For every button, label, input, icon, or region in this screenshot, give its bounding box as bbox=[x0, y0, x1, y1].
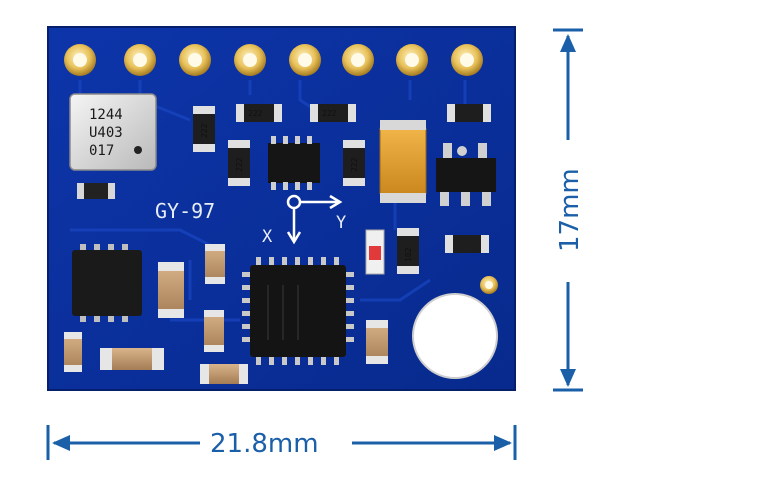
voltage-regulator bbox=[436, 143, 496, 206]
board-name: GY-97 bbox=[155, 199, 215, 223]
small-ic bbox=[268, 136, 320, 190]
capacitor bbox=[64, 332, 82, 372]
silkscreen: GY-97 X Y bbox=[155, 194, 346, 247]
led bbox=[365, 229, 385, 275]
pad bbox=[289, 44, 321, 76]
height-dimension: 17mm bbox=[553, 28, 585, 392]
pressure-sensor: 1244 U403 017 bbox=[69, 93, 157, 171]
capacitor bbox=[204, 310, 224, 352]
height-label: 17mm bbox=[555, 168, 585, 252]
pad bbox=[64, 44, 96, 76]
axis-indicator bbox=[286, 194, 343, 245]
resistor-222-left: 222 bbox=[193, 106, 215, 152]
resistor-222-top-2: 222 bbox=[310, 104, 356, 122]
pad bbox=[396, 44, 428, 76]
via-pad bbox=[480, 276, 498, 294]
magnetometer-chip bbox=[72, 244, 142, 322]
width-label: 21.8mm bbox=[210, 429, 319, 459]
pad bbox=[124, 44, 156, 76]
mounting-hole bbox=[412, 293, 498, 379]
pad bbox=[179, 44, 211, 76]
imu-chip bbox=[242, 257, 354, 365]
capacitor bbox=[200, 364, 248, 384]
pad bbox=[342, 44, 374, 76]
resistor-label: 222 bbox=[350, 157, 359, 172]
resistor bbox=[447, 104, 491, 122]
resistor-102: 102 bbox=[397, 228, 419, 274]
resistor bbox=[445, 235, 489, 253]
pad bbox=[451, 44, 483, 76]
resistor-label: 222 bbox=[322, 109, 337, 118]
capacitor bbox=[205, 244, 225, 284]
resistor-222-mid-right: 222 bbox=[343, 140, 365, 186]
sensor-label-line-3: 017 bbox=[89, 143, 114, 159]
resistor-222-top-1: 222 bbox=[236, 104, 282, 122]
capacitor bbox=[366, 320, 388, 364]
resistor bbox=[77, 183, 115, 199]
sensor-label-line-2: U403 bbox=[89, 125, 123, 141]
capacitor bbox=[158, 262, 184, 318]
axis-y-label: Y bbox=[336, 213, 346, 233]
resistor-label-102: 102 bbox=[404, 247, 413, 262]
resistor-label: 222 bbox=[200, 123, 209, 138]
resistor-label: 222 bbox=[248, 109, 263, 118]
capacitor bbox=[100, 348, 164, 370]
width-dimension: 21.8mm bbox=[46, 425, 517, 460]
header-pads bbox=[64, 44, 483, 76]
resistor-label: 222 bbox=[235, 157, 244, 172]
sensor-label-line-1: 1244 bbox=[89, 107, 123, 123]
resistor-222-mid-left: 222 bbox=[228, 140, 250, 186]
axis-x-label: X bbox=[262, 227, 273, 247]
pad bbox=[234, 44, 266, 76]
tantalum-capacitor bbox=[379, 120, 427, 203]
